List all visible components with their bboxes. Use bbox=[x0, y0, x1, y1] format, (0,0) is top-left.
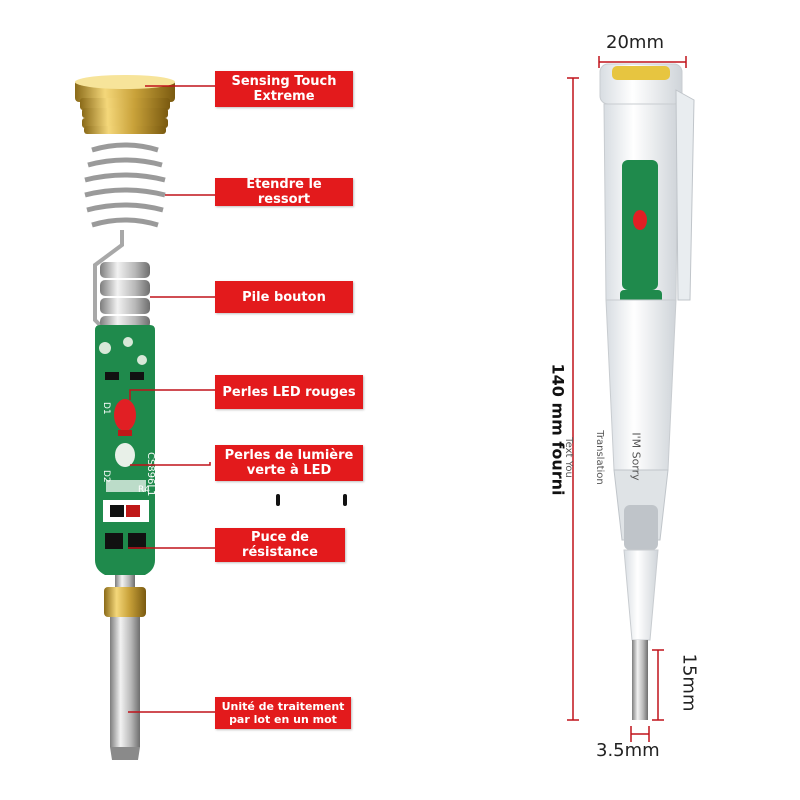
label-ressort: Étendre le ressort bbox=[215, 177, 353, 207]
label-pile-bouton: Pile bouton bbox=[215, 281, 353, 313]
screwdriver-shaft bbox=[104, 575, 146, 760]
label-sensing-touch-line1: Sensing Touch bbox=[231, 74, 337, 89]
label-unite-traitement: Unité de traitement par lot en un mot bbox=[215, 697, 351, 729]
pcb-r4-text: R4 bbox=[138, 485, 150, 495]
pcb-d1-text: D1 bbox=[101, 402, 111, 415]
pcb-d2-text: D2 bbox=[101, 470, 111, 483]
label-sensing-touch-line2: Extreme bbox=[253, 89, 315, 104]
spring bbox=[84, 142, 166, 332]
label-sensing-touch: Sensing Touch Extreme bbox=[215, 71, 353, 107]
label-led-verte-line1: Perles de lumière bbox=[224, 448, 354, 463]
pen-text-2: Translation bbox=[593, 430, 605, 485]
label-puce-line2: résistance bbox=[242, 545, 318, 560]
dimension-width-top: 20mm bbox=[606, 32, 664, 53]
decor-mark-left bbox=[276, 494, 280, 506]
pcb-board bbox=[95, 325, 155, 575]
label-puce-resistance: Puce de résistance bbox=[215, 528, 345, 562]
label-unite-line2: par lot en un mot bbox=[229, 713, 337, 726]
brass-cap bbox=[75, 75, 175, 134]
label-led-rouges-text: Perles LED rouges bbox=[222, 384, 356, 400]
button-battery-stack bbox=[100, 262, 150, 328]
pen-text-3: Text You bbox=[562, 437, 574, 478]
decor-mark-right bbox=[343, 494, 347, 506]
pen-text-1: I'M Sorry bbox=[629, 432, 643, 481]
pcb-model-text: CS896L1 bbox=[145, 452, 156, 496]
label-puce-line1: Puce de bbox=[251, 530, 309, 545]
label-pile-text: Pile bouton bbox=[242, 289, 326, 305]
dimension-lines bbox=[567, 56, 687, 742]
pen-side-view bbox=[599, 63, 695, 720]
label-led-verte: Perles de lumière verte à LED bbox=[215, 445, 363, 481]
label-unite-line1: Unité de traitement bbox=[221, 700, 345, 713]
label-led-rouges: Perles LED rouges bbox=[215, 375, 363, 409]
leader-lines bbox=[128, 85, 215, 713]
label-led-verte-line2: verte à LED bbox=[246, 463, 332, 478]
dimension-tip-width: 3.5mm bbox=[596, 740, 660, 761]
dimension-tip-length: 15mm bbox=[678, 653, 700, 712]
label-ressort-text: Étendre le ressort bbox=[246, 177, 322, 207]
